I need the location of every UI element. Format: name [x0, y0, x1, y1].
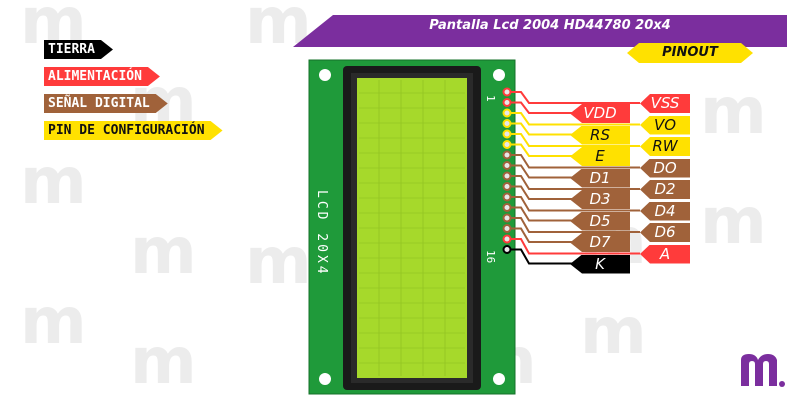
- pin-label-rs: RS: [570, 125, 630, 145]
- pin-wire: [507, 164, 580, 179]
- module-silkscreen-label: LCD 20X4: [314, 190, 329, 277]
- header-pin: [502, 161, 512, 170]
- legend-digital-signal: SEÑAL DIGITAL: [44, 94, 168, 113]
- pin-label-vo: VO: [640, 115, 690, 135]
- pin-label-d5: D5: [570, 211, 630, 231]
- pinout-subtitle: PINOUT: [662, 45, 718, 60]
- pin-wire: [507, 227, 580, 243]
- pin-wire: [507, 112, 640, 126]
- title-banner: [293, 15, 787, 47]
- lcd-char-grid: [359, 80, 465, 376]
- pin-wire: [507, 154, 640, 169]
- watermark-logo: m: [130, 215, 197, 289]
- mounting-hole: [319, 69, 331, 81]
- pin-label-k: K: [570, 254, 630, 274]
- watermark-logo: m: [20, 285, 87, 359]
- mounting-hole: [319, 373, 331, 385]
- header-pin: [502, 245, 512, 254]
- pin-wire: [507, 217, 640, 233]
- pin-label-d3: D3: [570, 190, 630, 209]
- watermark-logo: m: [20, 145, 87, 219]
- pin-wire: [507, 101, 580, 114]
- header-pin: [502, 203, 512, 212]
- watermark-logo: m: [700, 75, 767, 149]
- header-pin: [502, 224, 512, 233]
- header-pin: [502, 182, 512, 191]
- pin-label-vdd: VDD: [570, 104, 630, 123]
- header-pin: [502, 87, 512, 97]
- pin-number-first: 1: [484, 95, 497, 102]
- header-pin: [502, 234, 512, 244]
- legend-config-pin: PIN DE CONFIGURACIÓN: [44, 121, 223, 140]
- pin-label-do: DO: [640, 158, 690, 178]
- pin-label-d7: D7: [570, 233, 630, 252]
- pin-wire: [507, 122, 580, 136]
- header-pin: [502, 119, 512, 128]
- mounting-hole: [493, 373, 505, 385]
- watermark-logo: m: [700, 185, 767, 259]
- pin-wire: [507, 143, 580, 157]
- pin-label-d2: D2: [640, 180, 690, 199]
- pin-wire: [507, 175, 640, 190]
- pin-wire: [507, 238, 640, 255]
- pin-label-d1: D1: [570, 168, 630, 188]
- header-pin: [502, 171, 512, 181]
- pin-wire: [507, 196, 640, 212]
- pin-wire: [507, 185, 580, 200]
- header-pin: [502, 108, 512, 118]
- pin-wire: [507, 133, 640, 147]
- watermark-logo: m: [130, 325, 197, 399]
- legend-power: ALIMENTACIÓN: [44, 67, 160, 86]
- pin-label-a: A: [640, 244, 690, 264]
- pin-connections: [502, 87, 640, 265]
- pin-wire: [507, 248, 580, 265]
- header-pin: [502, 98, 512, 107]
- pin-label-d6: D6: [640, 223, 690, 242]
- header-pin: [502, 140, 512, 149]
- header-pin: [502, 150, 512, 160]
- pin-label-vss: VSS: [640, 94, 690, 113]
- diagram-title: Pantalla Lcd 2004 HD44780 20x4: [429, 18, 671, 33]
- pin-label-e: E: [570, 147, 630, 166]
- legend-ground: TIERRA: [44, 40, 113, 59]
- pin-wire: [507, 91, 640, 104]
- pin-label-d4: D4: [640, 201, 690, 221]
- watermark-logo: m: [245, 225, 312, 299]
- header-pin: [502, 192, 512, 202]
- pin-number-last: 16: [484, 250, 497, 263]
- brand-logo-icon: [741, 354, 785, 387]
- pin-wire: [507, 206, 580, 222]
- pinout-banner: [627, 43, 753, 63]
- pin-label-rw: RW: [640, 137, 690, 156]
- mounting-hole: [493, 69, 505, 81]
- header-pin: [502, 129, 512, 139]
- watermark-logo: m: [580, 295, 647, 369]
- header-pin: [502, 213, 512, 223]
